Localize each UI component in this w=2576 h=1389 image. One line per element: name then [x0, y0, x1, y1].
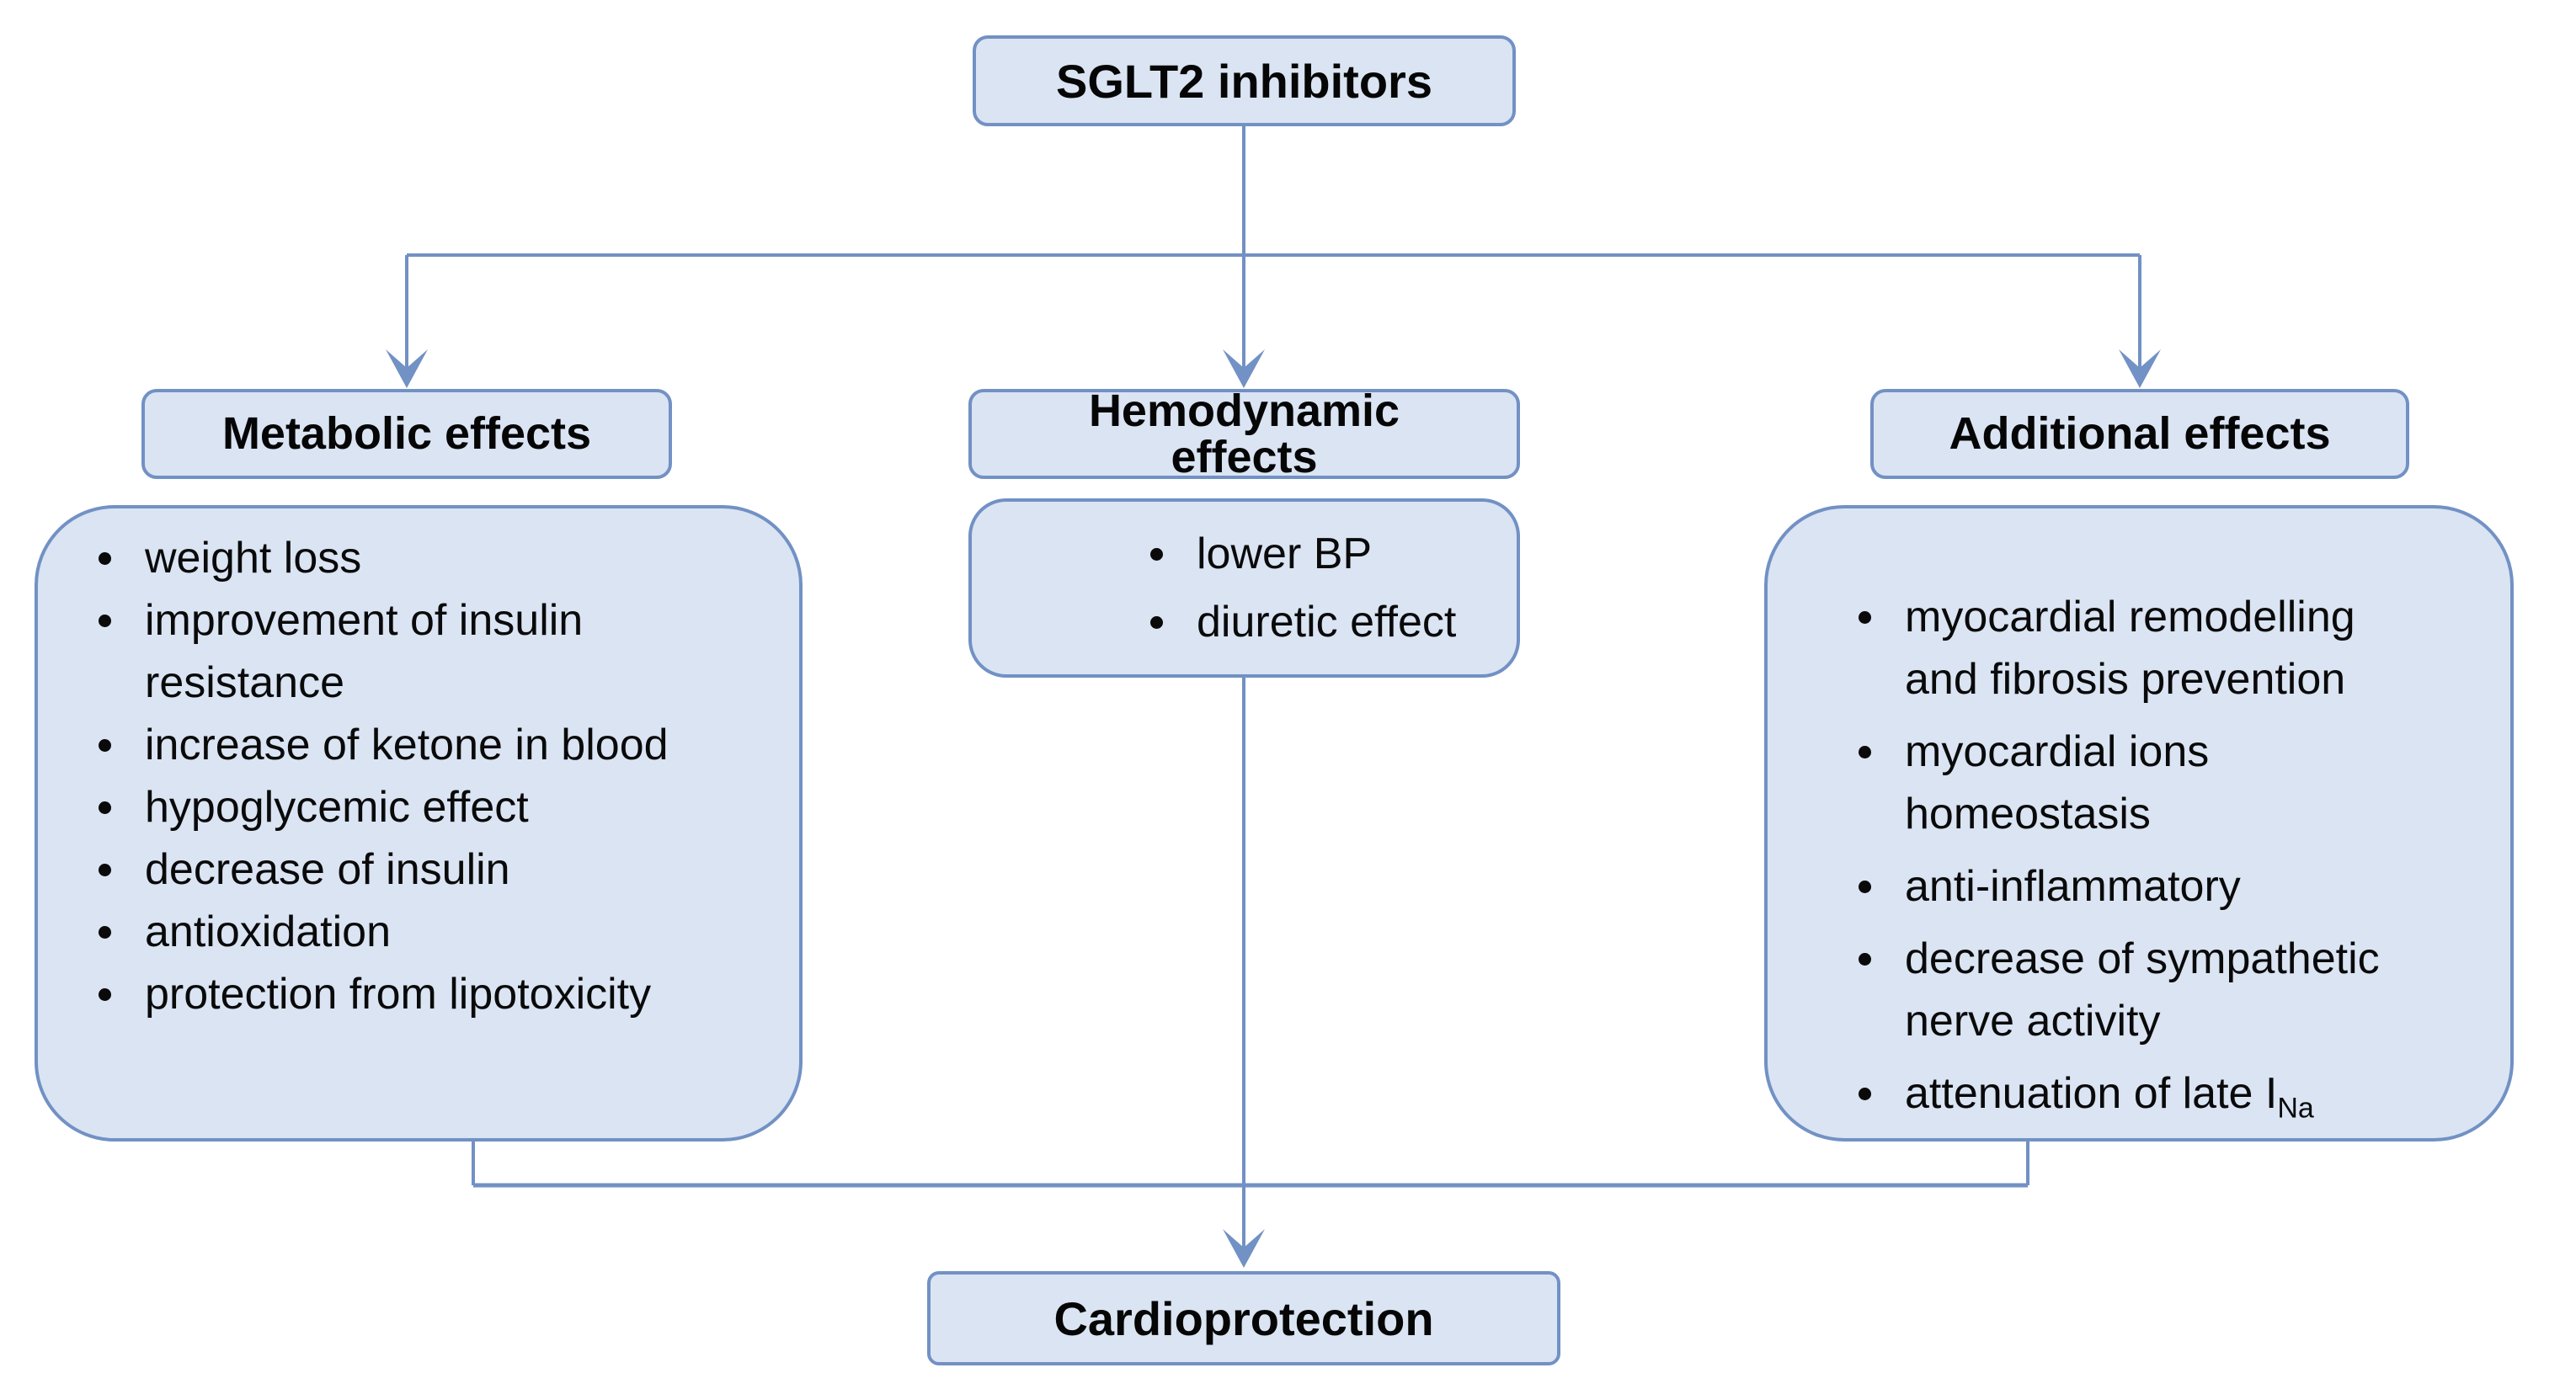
bullet-dot-icon [99, 801, 111, 814]
arrowhead-down-icon [2119, 349, 2161, 388]
node-label: Additional effects [1949, 408, 2331, 459]
bullet-dot-icon [99, 552, 111, 565]
list-item: attenuation of late INa [1859, 1062, 2510, 1125]
bullet-dot-icon [1859, 1088, 1871, 1100]
list-item: myocardial remodelling and fibrosis prev… [1859, 586, 2510, 710]
bullet-dot-icon [1859, 746, 1871, 758]
list-item: improvement of insulin resistance [99, 589, 799, 714]
node-label: Hemodynamic [1088, 385, 1400, 436]
list-item: decrease of sympathetic nerve activity [1859, 928, 2510, 1052]
node-hemodynamic-effects-header: Hemodynamic effects [968, 385, 1520, 482]
node-hemodynamic-effects-list: lower BP diuretic effect [968, 498, 1520, 678]
list-item: lower BP [1150, 523, 1456, 585]
node-metabolic-effects-header: Metabolic effects [141, 389, 672, 479]
list-item: protection from lipotoxicity [99, 963, 799, 1025]
arrowhead-down-icon [386, 349, 428, 388]
list-item: increase of ketone in blood [99, 714, 799, 776]
list-item: antioxidation [99, 901, 799, 963]
bullet-dot-icon [1859, 953, 1871, 966]
list-item: myocardial ions homeostasis [1859, 721, 2510, 845]
list-item: diuretic effect [1150, 591, 1456, 653]
bullet-dot-icon [99, 926, 111, 939]
node-label: Metabolic effects [221, 408, 592, 459]
bullet-dot-icon [1859, 881, 1871, 893]
arrowhead-down-icon [1223, 349, 1265, 388]
node-additional-effects-list: myocardial remodelling and fibrosis prev… [1764, 505, 2514, 1142]
bullet-dot-icon [1150, 616, 1163, 629]
bullet-dot-icon [1859, 611, 1871, 624]
list-item: weight loss [99, 527, 799, 589]
node-label-line2: effects [1171, 431, 1318, 482]
node-label: SGLT2 inhibitors [1056, 54, 1432, 108]
node-label: Cardioprotection [1053, 1291, 1434, 1345]
list-item: decrease of insulin [99, 838, 799, 901]
node-metabolic-effects-list: weight loss improvement of insulin resis… [35, 505, 803, 1142]
bullet-list: myocardial remodelling and fibrosis prev… [1768, 508, 2510, 1125]
bullet-dot-icon [1150, 548, 1163, 561]
bullet-dot-icon [99, 864, 111, 876]
node-sglt2-inhibitors: SGLT2 inhibitors [973, 35, 1516, 126]
node-cardioprotection: Cardioprotection [927, 1271, 1560, 1365]
bullet-dot-icon [99, 988, 111, 1001]
list-item: hypoglycemic effect [99, 776, 799, 838]
bullet-list: lower BP diuretic effect [972, 517, 1456, 659]
list-item: anti-inflammatory [1859, 855, 2510, 918]
bullet-dot-icon [99, 739, 111, 752]
arrowhead-down-icon [1223, 1229, 1265, 1268]
node-additional-effects-header: Additional effects [1870, 389, 2409, 479]
bullet-dot-icon [99, 615, 111, 627]
bullet-list: weight loss improvement of insulin resis… [38, 508, 799, 1025]
